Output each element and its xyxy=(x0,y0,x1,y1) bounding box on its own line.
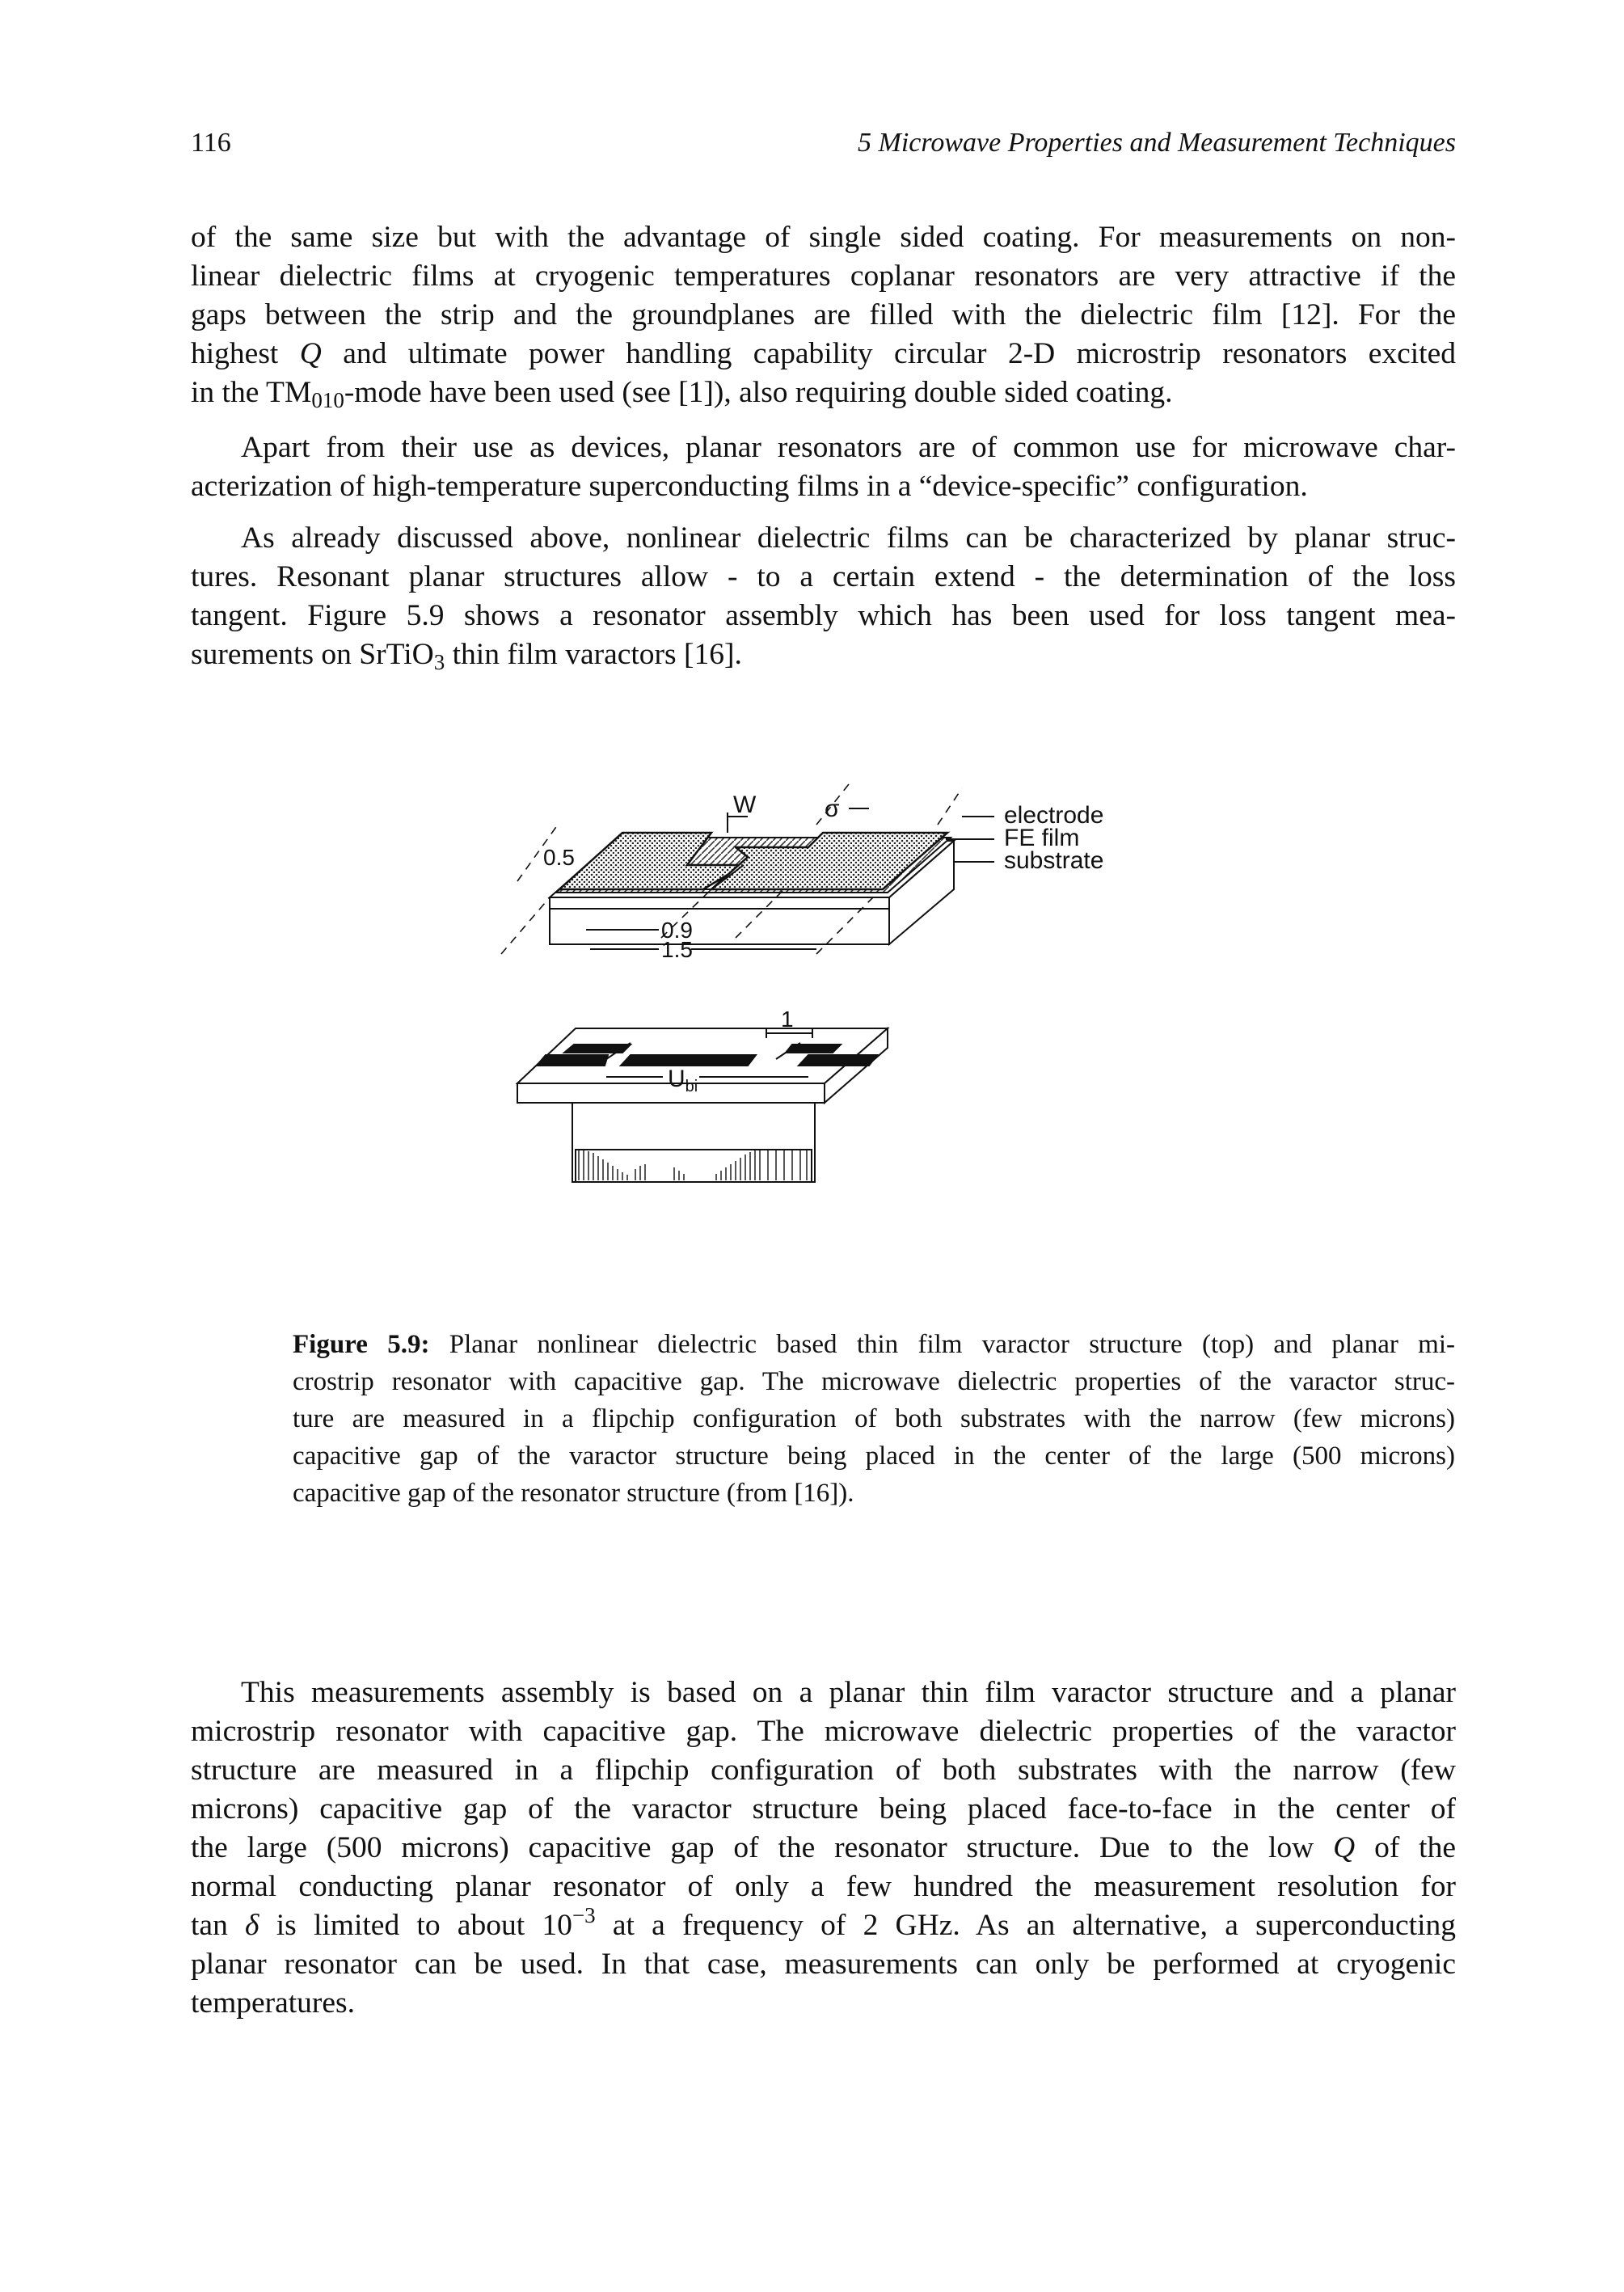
text-line: tan δ is limited to about 10−3 at a freq… xyxy=(191,1903,1456,1942)
text-line: As already discussed above, nonlinear di… xyxy=(241,521,1456,555)
paragraph-3: As already discussed above, nonlinear di… xyxy=(191,519,1456,674)
text-line: structure are measured in a flipchip con… xyxy=(191,1754,1456,1787)
text-line: of the same size but with the advantage … xyxy=(191,221,1456,254)
figure-caption: Figure 5.9: Planar nonlinear dielectric … xyxy=(293,1326,1455,1512)
label-dim-0-5: 0.5 xyxy=(543,845,575,870)
text-line: Apart from their use as devices, planar … xyxy=(241,431,1456,464)
varactor-resonator-diagram: W σ 0.5 0.9 1.5 1 Ubi electrode FE film … xyxy=(500,783,1103,1183)
varactor-structure xyxy=(500,783,994,955)
resonator-structure xyxy=(515,1026,890,1183)
running-head: 5 Microwave Properties and Measurement T… xyxy=(858,128,1456,158)
text-line: highest Q and ultimate power handling ca… xyxy=(191,337,1456,370)
label-dim-0-9: 0.9 xyxy=(661,918,693,943)
label-w: W xyxy=(733,791,757,818)
paragraph-2: Apart from their use as devices, planar … xyxy=(191,428,1456,506)
text-line: in the TM010-mode have been used (see [1… xyxy=(191,376,1173,412)
caption-label: Figure 5.9: xyxy=(293,1330,430,1359)
text-line: This measurements assembly is based on a… xyxy=(241,1676,1456,1709)
label-dim-1-5: 1.5 xyxy=(661,937,693,962)
label-ubi: Ubi xyxy=(668,1066,698,1095)
text-line: gaps between the strip and the groundpla… xyxy=(191,298,1456,331)
paragraph-1: of the same size but with the advantage … xyxy=(191,218,1456,412)
text-line: microstrip resonator with capacitive gap… xyxy=(191,1715,1456,1748)
caption-line: Figure 5.9: Planar nonlinear dielectric … xyxy=(293,1330,1455,1359)
text-line: the large (500 microns) capacitive gap o… xyxy=(191,1831,1456,1864)
legend-electrode: electrode xyxy=(1004,802,1103,829)
text-line: tures. Resonant planar structures allow … xyxy=(191,560,1456,593)
text-line: temperatures. xyxy=(191,1986,356,2020)
caption-line: capacitive gap of the varactor structure… xyxy=(293,1441,1455,1471)
caption-line: capacitive gap of the resonator structur… xyxy=(293,1479,854,1508)
text-line: planar resonator can be used. In that ca… xyxy=(191,1948,1456,1981)
text-line: microns) capacitive gap of the varactor … xyxy=(191,1792,1456,1826)
page-number: 116 xyxy=(191,128,231,158)
label-dim-1: 1 xyxy=(781,1007,794,1032)
text-line: linear dielectric films at cryogenic tem… xyxy=(191,260,1456,293)
legend-fe-film: FE film xyxy=(1004,825,1079,851)
text-line: normal conducting planar resonator of on… xyxy=(191,1870,1456,1903)
page-header: 116 5 Microwave Properties and Measureme… xyxy=(191,128,1456,168)
caption-line: ture are measured in a flipchip configur… xyxy=(293,1404,1455,1433)
label-sigma: σ xyxy=(825,796,840,822)
caption-line: crostrip resonator with capacitive gap. … xyxy=(293,1367,1455,1396)
text-line: acterization of high-temperature superco… xyxy=(191,470,1308,503)
paragraph-4: This measurements assembly is based on a… xyxy=(191,1674,1456,2023)
figure-5-9: W σ 0.5 0.9 1.5 1 Ubi electrode FE film … xyxy=(469,776,1245,1277)
text-line: surements on SrTiO3 thin film varactors … xyxy=(191,638,742,674)
legend-substrate: substrate xyxy=(1004,847,1103,874)
text-line: tangent. Figure 5.9 shows a resonator as… xyxy=(191,599,1456,632)
